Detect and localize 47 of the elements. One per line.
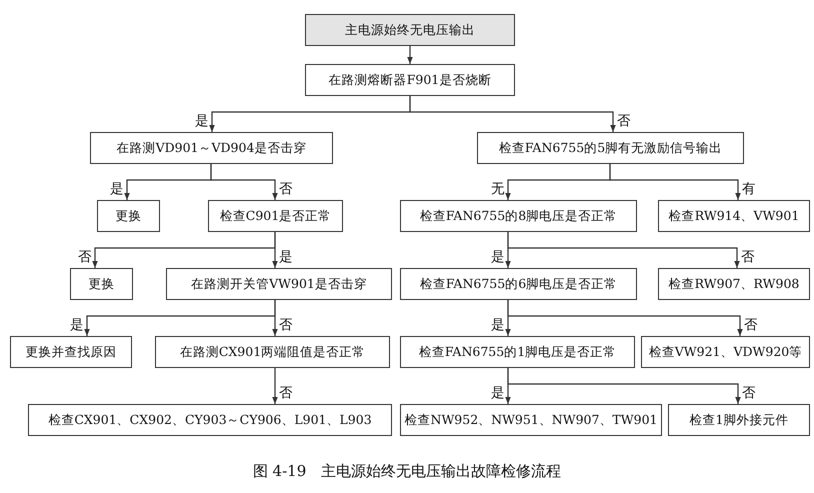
- arrow: [409, 96, 616, 132]
- edge-label: 是: [491, 251, 505, 264]
- edge-label: 是: [491, 319, 505, 332]
- process-box: 检查VW921、VDW920等: [641, 336, 810, 368]
- process-box: 检查RW907、RW908: [658, 268, 810, 300]
- edge-label: 否: [279, 387, 293, 400]
- arrow: [507, 232, 740, 268]
- process-box: 更换并查找原因: [10, 336, 132, 368]
- edge-label: 否: [279, 183, 293, 196]
- process-box: 检查1脚外接元件: [668, 404, 810, 436]
- process-box: 在路测VD901～VD904是否击穿: [90, 132, 333, 164]
- process-box: 检查FAN6755的5脚有无激励信号输出: [477, 132, 744, 164]
- arrow: [272, 232, 278, 268]
- process-box: 检查CX901、CX902、CY903～CY906、L901、L903: [28, 404, 392, 436]
- arrow: [507, 300, 743, 336]
- process-box: 更换: [70, 268, 133, 300]
- edge-label: 是: [491, 387, 505, 400]
- edge-label: 有: [742, 183, 756, 196]
- arrow: [609, 164, 741, 200]
- process-box: 检查FAN6755的6脚电压是否正常: [400, 268, 637, 300]
- edge-label: 是: [70, 319, 84, 332]
- edge-label: 是: [195, 115, 209, 128]
- process-box: 更换: [97, 200, 160, 232]
- process-box: 检查RW914、VW901: [658, 200, 810, 232]
- edge-label: 是: [279, 251, 293, 264]
- arrow: [407, 46, 413, 64]
- edge-label: 是: [110, 183, 124, 196]
- process-box: 在路测熔断器F901是否烧断: [305, 64, 515, 96]
- process-box: 在路测开关管VW901是否击穿: [166, 268, 392, 300]
- process-box: 检查NW952、NW951、NW907、TW901: [400, 404, 662, 436]
- arrow: [507, 368, 741, 404]
- process-box: 主电源始终无电压输出: [305, 14, 515, 46]
- edge-label: 无: [491, 183, 505, 196]
- arrow: [210, 164, 278, 200]
- process-box: 在路测CX901两端阻值是否正常: [155, 336, 390, 368]
- edge-label: 否: [78, 251, 92, 264]
- figure-caption: 图 4-19 主电源始终无电压输出故障检修流程: [252, 462, 562, 481]
- edge-label: 否: [741, 251, 755, 264]
- edge-label: 否: [744, 319, 758, 332]
- process-box: 检查FAN6755的8脚电压是否正常: [400, 200, 637, 232]
- edge-label: 否: [279, 319, 293, 332]
- process-box: 检查FAN6755的1脚电压是否正常: [400, 336, 635, 368]
- arrow: [272, 300, 278, 336]
- process-box: 检查C901是否正常: [208, 200, 343, 232]
- edge-label: 否: [742, 387, 756, 400]
- edge-label: 否: [617, 115, 631, 128]
- arrow: [272, 368, 278, 404]
